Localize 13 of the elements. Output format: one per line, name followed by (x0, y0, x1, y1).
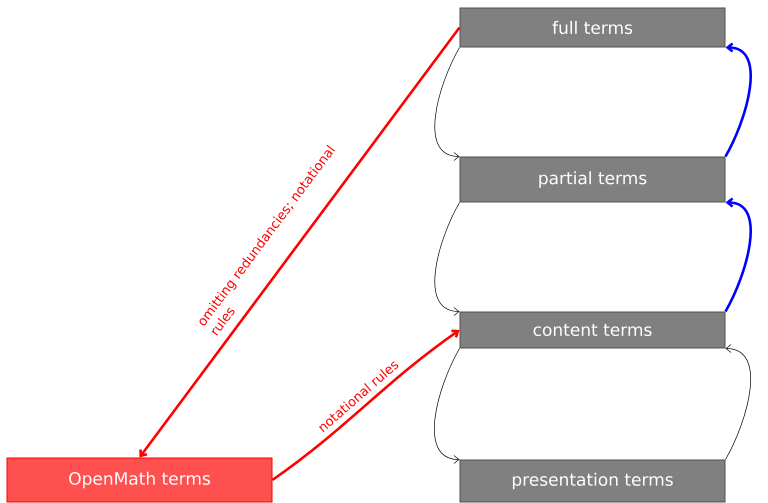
arrow (724, 197, 752, 312)
arrow (434, 202, 460, 316)
arrow (434, 47, 460, 161)
arrow (725, 344, 752, 460)
arrow (434, 348, 460, 464)
term-box: full terms (460, 8, 726, 48)
arrow (272, 329, 460, 482)
arrow (724, 42, 752, 158)
term-box: OpenMath terms (6, 458, 272, 502)
term-box: content terms (460, 312, 726, 348)
term-box: partial terms (460, 156, 726, 202)
arrow (139, 26, 461, 458)
term-box: presentation terms (460, 460, 726, 502)
